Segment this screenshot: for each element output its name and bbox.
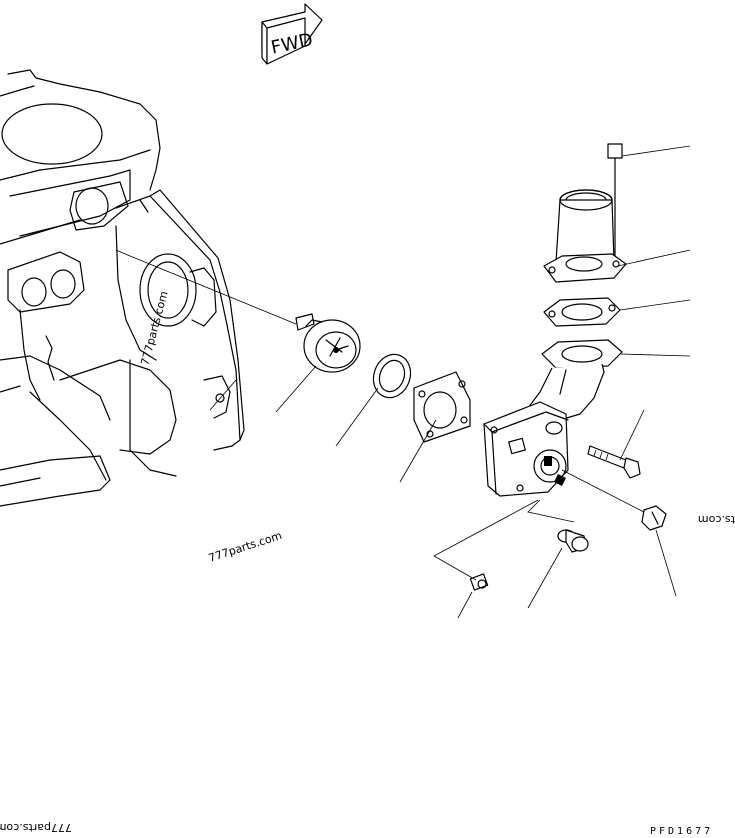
watermark: ts.com — [698, 513, 735, 526]
leader-lines — [115, 145, 691, 619]
gasket-upper — [543, 297, 621, 327]
fwd-arrow-icon: FWD — [261, 3, 323, 65]
plug — [641, 505, 667, 531]
thermostat-housing — [483, 339, 623, 497]
water-outlet — [543, 189, 627, 283]
watermark: 777parts.com — [207, 529, 284, 565]
mounting-bolt — [587, 445, 641, 479]
gasket-rear — [413, 371, 471, 443]
seal-ring — [372, 353, 412, 399]
watermark: 777parts.com — [138, 290, 170, 367]
thermostat — [295, 313, 361, 373]
small-plug — [469, 573, 489, 591]
watermark: 777parts.com — [0, 821, 72, 834]
engine-block — [0, 69, 245, 507]
drain-plug — [557, 529, 589, 553]
figure-code: PFD1677 — [650, 826, 713, 837]
bolt — [607, 143, 623, 263]
